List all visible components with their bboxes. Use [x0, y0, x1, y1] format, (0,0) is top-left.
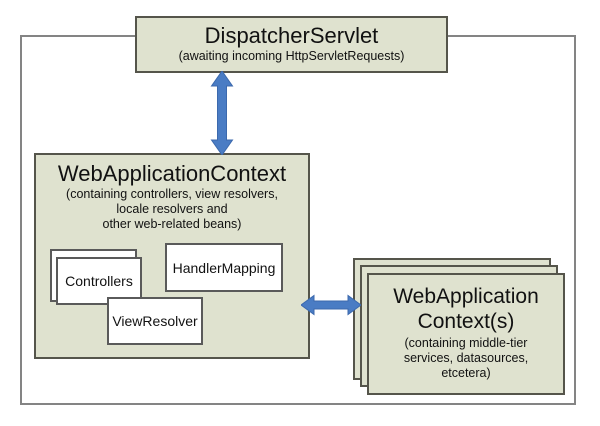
- view-resolver-box: ViewResolver: [107, 297, 203, 345]
- dispatcher-servlet-subtitle: (awaiting incoming HttpServletRequests): [178, 49, 405, 63]
- web-application-context-subtitle-line3: other web-related beans): [102, 217, 242, 231]
- middle-tier-context-box: WebApplication Context(s) (containing mi…: [367, 273, 565, 395]
- web-application-context-subtitle-line1: (containing controllers, view resolvers,: [66, 187, 278, 201]
- dispatcher-servlet-title: DispatcherServlet: [204, 23, 379, 48]
- middle-tier-context-title-line1: WebApplication: [393, 285, 539, 308]
- middle-tier-context-subtitle-line1: (containing middle-tier: [404, 336, 528, 350]
- web-application-context-box: WebApplicationContext (containing contro…: [34, 153, 310, 359]
- web-application-context-title: WebApplicationContext: [57, 161, 287, 186]
- web-application-context-subtitle-line2: locale resolvers and: [116, 202, 228, 216]
- dispatcher-servlet-box: DispatcherServlet (awaiting incoming Htt…: [135, 16, 448, 73]
- middle-tier-context-subtitle-line3: etcetera): [441, 366, 491, 380]
- handler-mapping-box: HandlerMapping: [165, 243, 283, 292]
- controllers-label: Controllers: [65, 273, 133, 289]
- controllers-box: Controllers: [56, 257, 142, 305]
- horizontal-bidirectional-arrow-icon: [301, 294, 361, 316]
- middle-tier-context-subtitle-line2: services, datasources,: [403, 351, 529, 365]
- vertical-bidirectional-arrow-icon: [210, 71, 234, 155]
- view-resolver-label: ViewResolver: [112, 313, 198, 329]
- middle-tier-context-title-line2: Context(s): [417, 310, 515, 333]
- handler-mapping-label: HandlerMapping: [172, 259, 276, 276]
